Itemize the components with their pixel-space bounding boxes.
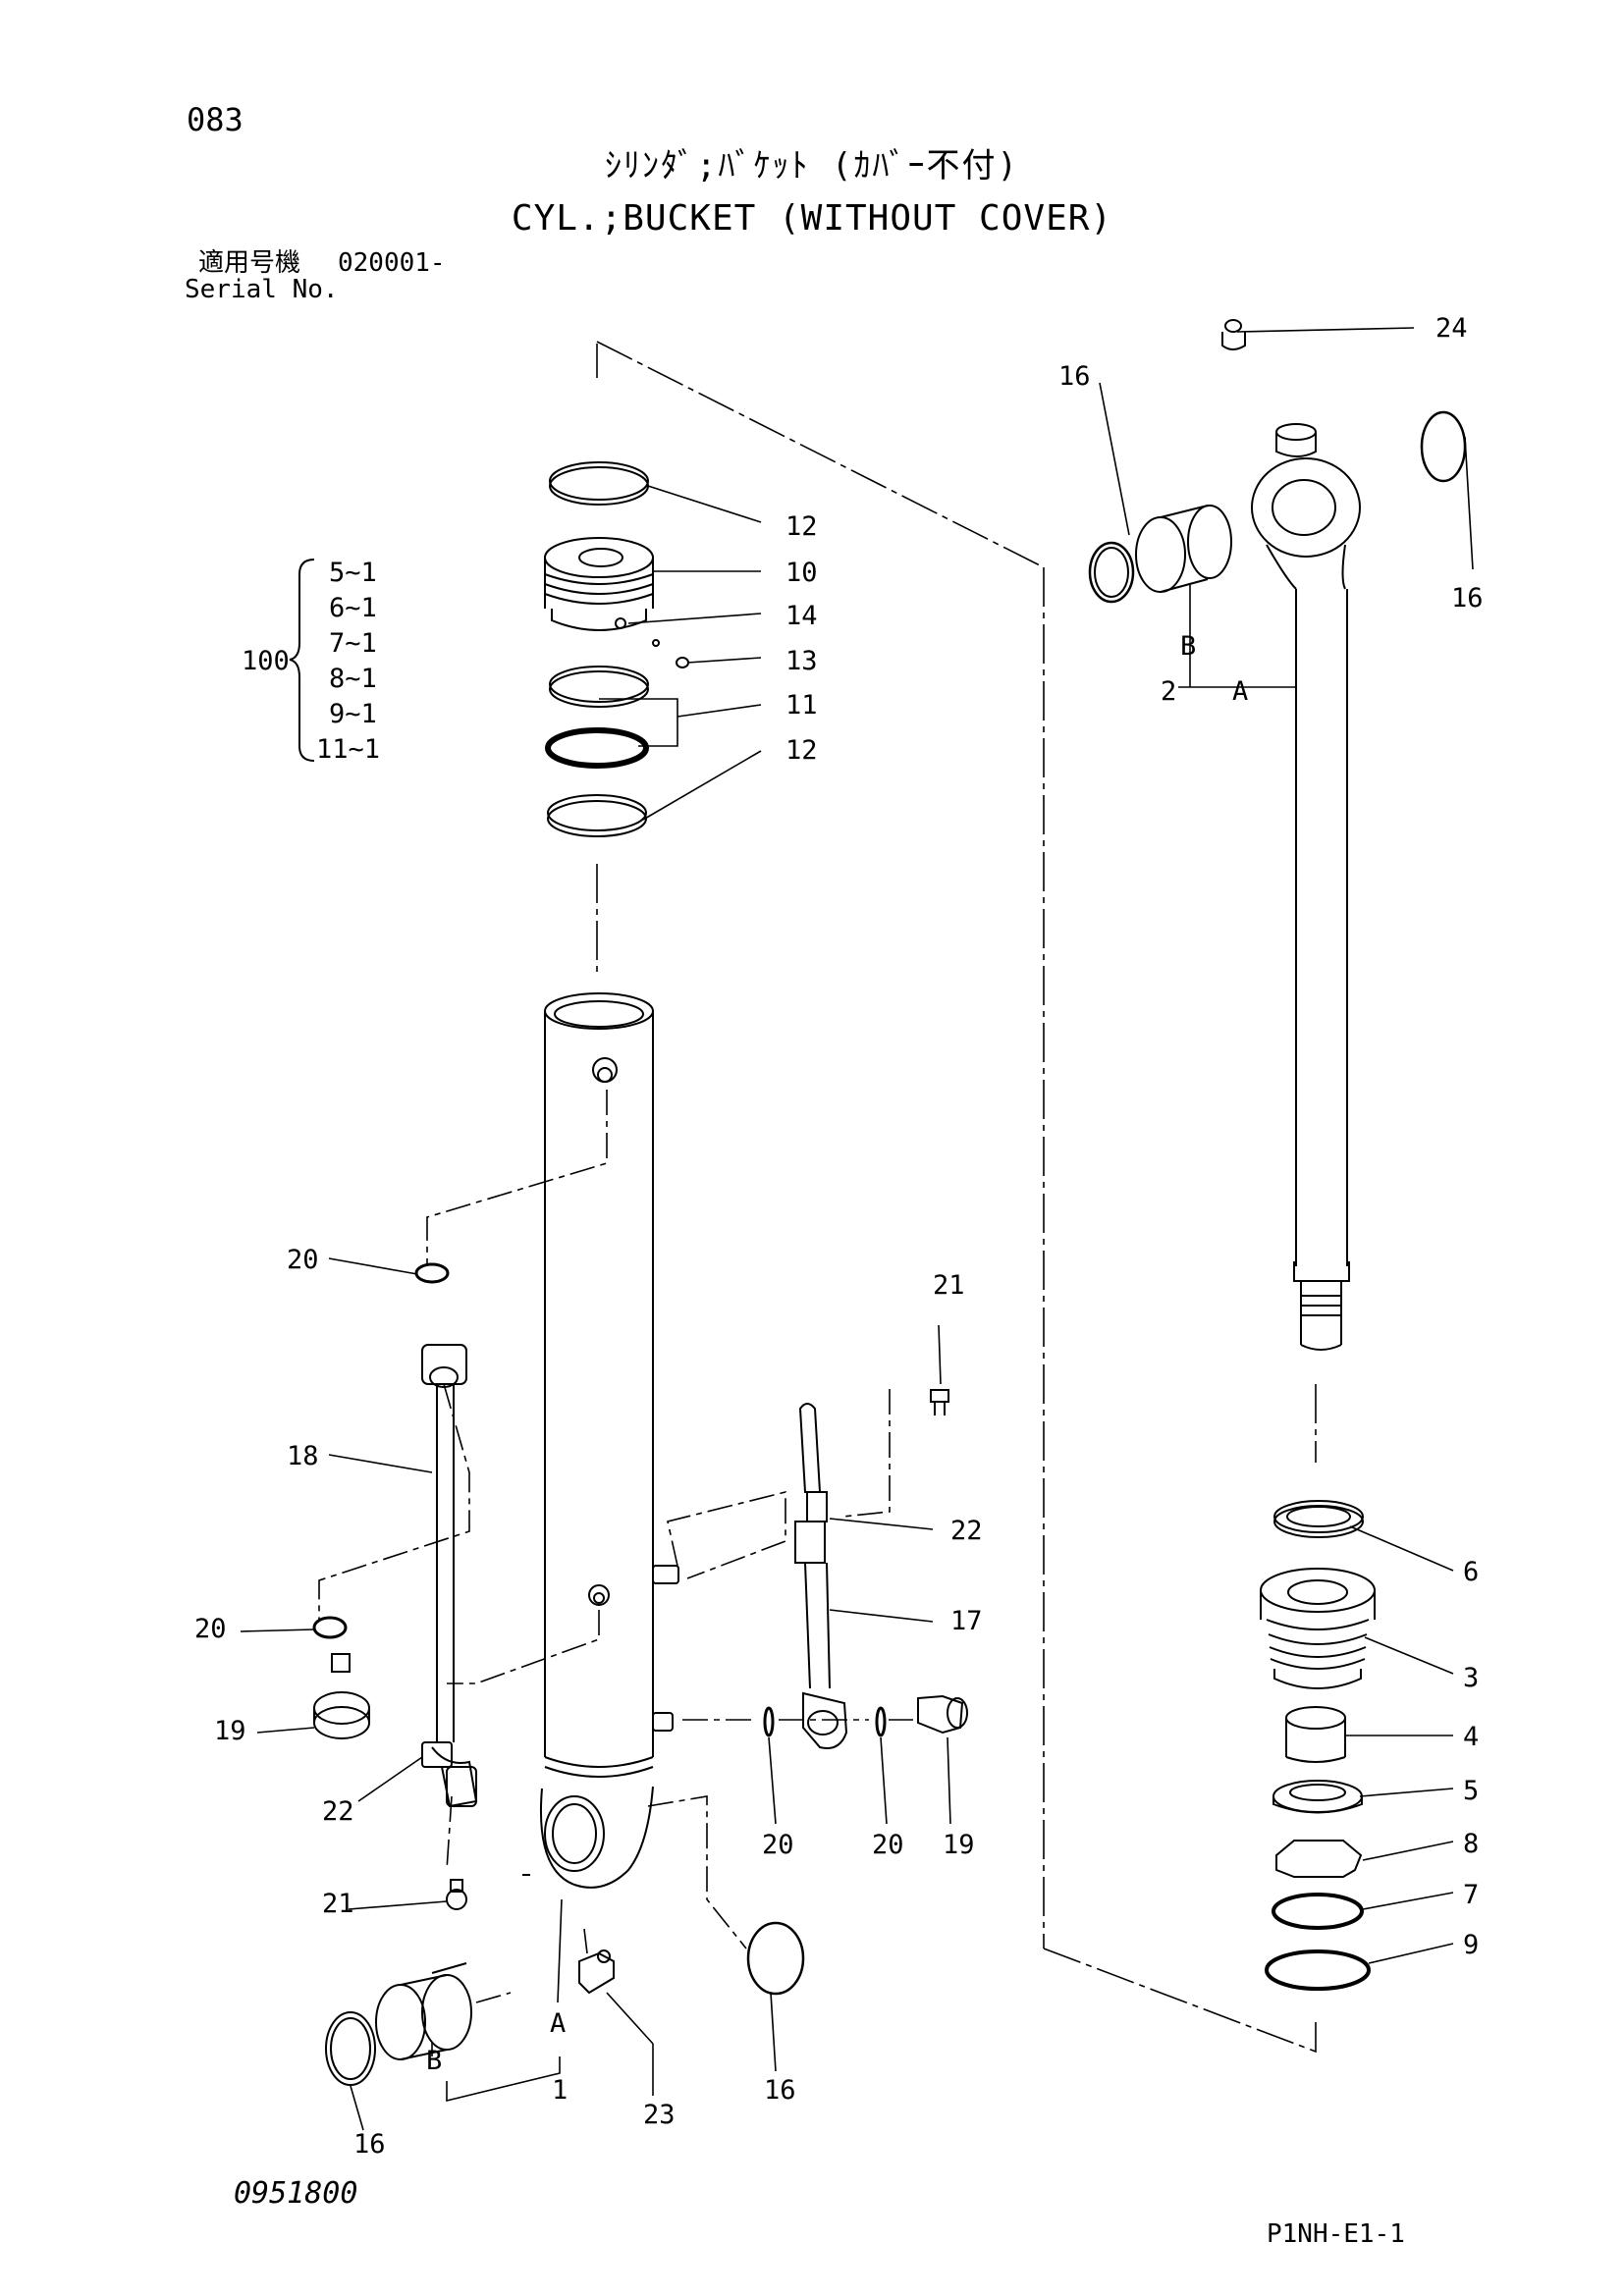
- callout-6: 6: [1463, 1557, 1479, 1587]
- ring-8: [1275, 1840, 1363, 1878]
- snap-ring-16-upper-right: [1420, 410, 1467, 483]
- seal-5: [1272, 1780, 1363, 1814]
- page-code: P1NH-E1-1: [1267, 2219, 1405, 2249]
- callout-12-bottom: 12: [785, 735, 818, 766]
- dashed-connections: [318, 1090, 913, 2003]
- set-screw-13: [676, 657, 689, 668]
- o-ring-20-lower-left: [312, 1616, 348, 1639]
- leader-lines: [240, 327, 1474, 2131]
- callout-13: 13: [785, 646, 818, 676]
- pipe-18: [421, 1344, 478, 1808]
- callout-22-left: 22: [322, 1796, 354, 1827]
- pipe-17: [794, 1403, 848, 1749]
- o-ring-9: [1265, 1949, 1371, 1991]
- callout-3: 3: [1463, 1663, 1479, 1693]
- callout-19-right: 19: [943, 1830, 975, 1860]
- bushing-16-lower-left: [325, 2011, 376, 2086]
- plug-19-left: [313, 1653, 370, 1739]
- o-ring-7: [1272, 1893, 1364, 1930]
- ring-12-bottom: [547, 794, 647, 837]
- bushing-4: [1285, 1706, 1346, 1763]
- callout-B-tube: B: [426, 2046, 442, 2076]
- callout-20-middle: 20: [762, 1830, 794, 1860]
- callout-24: 24: [1435, 313, 1468, 344]
- seal-11: [549, 666, 649, 708]
- callout-16-lower-left: 16: [353, 2129, 386, 2160]
- o-ring-20-right: [875, 1706, 887, 1737]
- callout-A-tube: A: [550, 2008, 566, 2039]
- ring-6: [1273, 1500, 1364, 1538]
- piston-rod-2: [1251, 423, 1361, 1351]
- page-number: 083: [187, 101, 244, 138]
- snap-ring-16-lower-right: [746, 1921, 805, 1996]
- callout-19-left: 19: [214, 1716, 246, 1746]
- kit-items: 5~1 6~1 7~1 8~1 9~1 11~1: [316, 558, 380, 765]
- callout-2: 2: [1161, 676, 1176, 707]
- kit-bracket: [289, 559, 315, 762]
- callout-11: 11: [785, 690, 818, 721]
- assembly-path-main: [596, 341, 1317, 2054]
- kit-number: 100: [242, 646, 290, 676]
- callout-21-right: 21: [933, 1270, 965, 1301]
- kit-item: 8~1: [329, 664, 377, 694]
- callout-5: 5: [1463, 1776, 1479, 1806]
- callout-12-top: 12: [785, 511, 818, 542]
- callout-20-lower-left: 20: [194, 1614, 227, 1644]
- snap-ring-16-upper-left: [1088, 541, 1135, 604]
- kit-item: 5~1: [329, 558, 377, 588]
- ring-12-top: [549, 461, 649, 506]
- kit-item: 7~1: [329, 628, 377, 659]
- title-japanese: ｼﾘﾝﾀﾞ;ﾊﾞｹｯﾄ (ｶﾊﾞｰ不付): [605, 146, 1019, 186]
- callout-16-lower-right: 16: [764, 2075, 796, 2106]
- callout-7: 7: [1463, 1880, 1479, 1910]
- callout-22-right: 22: [950, 1516, 983, 1546]
- serial-label-english: Serial No.: [185, 275, 339, 304]
- callout-20-right: 20: [872, 1830, 904, 1860]
- plug-19-right: [917, 1694, 968, 1735]
- callout-23: 23: [643, 2100, 676, 2130]
- callout-9: 9: [1463, 1930, 1479, 1960]
- head-gland-10: [544, 537, 654, 631]
- callout-18: 18: [287, 1441, 319, 1471]
- o-ring-20-upper-left: [414, 1262, 450, 1284]
- ball-14: [652, 639, 660, 647]
- callout-20-upper-left: 20: [287, 1245, 319, 1275]
- callout-B-rod: B: [1180, 631, 1196, 662]
- callout-16-upper-left: 16: [1058, 361, 1091, 392]
- o-ring-11: [545, 727, 649, 769]
- callout-17: 17: [950, 1606, 983, 1636]
- bushing-B-upper: [1135, 505, 1232, 593]
- callout-A-rod: A: [1232, 676, 1248, 707]
- title-english: CYL.;BUCKET (WITHOUT COVER): [511, 198, 1113, 239]
- serial-number-value: 020001-: [338, 248, 446, 278]
- callout-16-upper-right: 16: [1451, 583, 1484, 614]
- piston-3: [1260, 1568, 1376, 1689]
- bushing-B-lower-left: [375, 1962, 472, 2060]
- callout-8: 8: [1463, 1829, 1479, 1859]
- kit-item: 9~1: [329, 699, 377, 729]
- callout-10: 10: [785, 558, 818, 588]
- callout-21-left: 21: [322, 1889, 354, 1919]
- kit-item: 11~1: [316, 734, 380, 765]
- serial-label-japanese: 適用号機: [198, 248, 301, 278]
- bolt-21-right: [930, 1389, 949, 1415]
- grease-nipple-24: [1221, 319, 1246, 350]
- bolt-21-left: [446, 1879, 467, 1910]
- callout-4: 4: [1463, 1722, 1479, 1752]
- o-ring-20-middle: [763, 1706, 775, 1737]
- callout-1: 1: [552, 2075, 568, 2106]
- callout-14: 14: [785, 601, 818, 631]
- kit-item: 6~1: [329, 593, 377, 623]
- grease-nipple-23: [578, 1949, 615, 1995]
- document-number: 0951800: [234, 2176, 358, 2211]
- cylinder-tube-1: [540, 992, 679, 1889]
